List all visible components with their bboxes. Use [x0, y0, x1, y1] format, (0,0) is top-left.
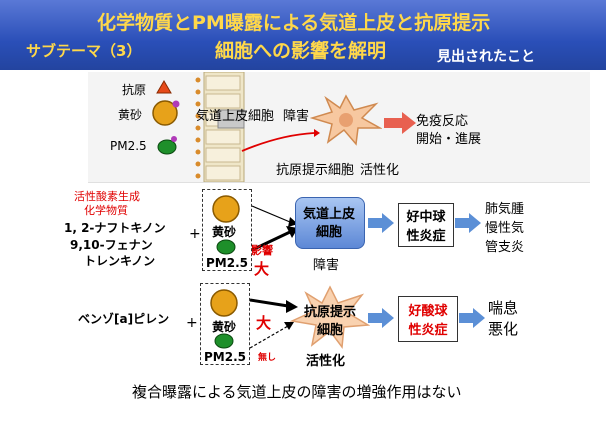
neutrophil-line1: 好中球 [406, 210, 446, 225]
subtheme-label: サブテーマ（3） [26, 42, 142, 60]
airway-epithelium-icon [195, 72, 245, 182]
big-label: 大 [256, 314, 272, 332]
immune-response-line2: 開始・進展 [416, 132, 482, 147]
effect-label: 影響 [251, 244, 273, 257]
chem-phenanthrene-line2: トレンキノン [84, 254, 156, 268]
yellow-sand-particle-icon [210, 289, 238, 317]
outcome-emphysema: 肺気腫 [485, 202, 525, 217]
yellow-sand-label: 黄砂 [212, 320, 237, 334]
plus-sign: + [186, 315, 198, 331]
antigen-presenting-cell-icon [310, 94, 382, 146]
damage-label: 障害 [283, 109, 310, 124]
activation-label: 活性化 [360, 163, 400, 178]
chem-naphthoquinone: 1, 2-ナフトキノン [64, 221, 166, 235]
apc-cell-icon [290, 285, 370, 349]
outcome-bronchitis: 管支炎 [485, 240, 525, 255]
none-label: 無し [258, 353, 277, 363]
conclusion-text: 複合曝露による気道上皮の障害の増強作用はない [132, 383, 462, 401]
plus-sign: + [189, 226, 201, 242]
apc-line1: 抗原提示 [303, 305, 356, 320]
pm25-label: PM2.5 [204, 350, 246, 364]
outcome-asthma: 喘息 [488, 299, 519, 317]
chem-benzopyrene: ベンゾ[a]ピレン [78, 312, 170, 326]
neutrophil-line2: 性炎症 [406, 229, 446, 244]
red-arrow-icon [241, 129, 320, 152]
yellow-sand-label: 黄砂 [212, 225, 237, 239]
airway-cell-line1: 気道上皮 [302, 207, 355, 222]
pm25-particle-icon [216, 239, 236, 255]
yellow-sand-particle-icon [152, 100, 180, 126]
airway-cell-box [295, 197, 365, 249]
chem-phenanthrene-line1: 9,10-フェナン [70, 238, 153, 252]
blue-arrow-icon [368, 213, 394, 233]
antigen-label: 抗原 [122, 83, 147, 97]
blue-arrow-icon [459, 308, 485, 328]
found-label: 見出されたこと [437, 49, 535, 65]
activation-label: 活性化 [306, 354, 346, 369]
header-bar [0, 0, 606, 70]
arrow-icon [384, 112, 416, 134]
outcome-worsening: 悪化 [488, 320, 519, 338]
pm25-label: PM2.5 [110, 139, 147, 153]
blue-arrow-icon [455, 213, 481, 233]
yellow-sand-label: 黄砂 [118, 108, 143, 122]
airway-cells-label: 気道上皮細胞 [196, 109, 275, 124]
row2-arrows [249, 298, 298, 349]
page-title-line2: 細胞への影響を解明 [215, 40, 387, 62]
antigen-triangle-icon [156, 80, 172, 94]
ros-label-line1: 活性酸素生成 [74, 190, 140, 203]
immune-response-line1: 免疫反応 [416, 114, 469, 129]
page-title-line1: 化学物質とPM曝露による気道上皮と抗原提示 [97, 12, 491, 34]
yellow-sand-particle-icon [212, 195, 240, 223]
apc-line2: 細胞 [316, 323, 343, 338]
eosinophil-line2: 性炎症 [408, 323, 448, 338]
damage-label: 障害 [313, 258, 340, 273]
pm25-particle-icon [157, 136, 177, 155]
pm25-label: PM2.5 [206, 256, 248, 270]
eosinophil-line1: 好酸球 [408, 304, 448, 319]
eosinophil-box [398, 296, 458, 342]
ros-label-line2: 化学物質 [84, 204, 128, 217]
blue-arrow-icon [368, 308, 394, 328]
big-label: 大 [254, 260, 270, 278]
airway-cell-line2: 細胞 [315, 225, 342, 240]
neutrophil-box [398, 203, 454, 247]
apc-label: 抗原提示細胞 [276, 163, 355, 178]
outcome-chronic: 慢性気 [485, 221, 525, 236]
pm25-particle-icon [214, 333, 234, 349]
